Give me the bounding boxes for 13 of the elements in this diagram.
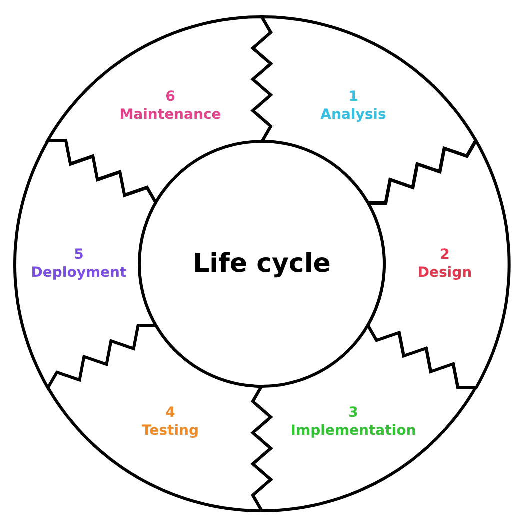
step-name: Maintenance [120, 106, 222, 124]
step-number: 1 [348, 88, 360, 106]
step-number: 4 [164, 404, 176, 422]
step-number: 5 [73, 246, 85, 264]
step-number: 6 [164, 88, 176, 106]
step-number: 2 [439, 246, 451, 264]
step-name: Design [418, 264, 472, 282]
step-name: Implementation [290, 422, 416, 440]
step-number: 3 [348, 404, 360, 422]
center-label: Life cycle [193, 249, 331, 279]
step-name: Deployment [31, 264, 127, 282]
step-name: Testing [142, 422, 199, 440]
step-name: Analysis [320, 106, 386, 124]
